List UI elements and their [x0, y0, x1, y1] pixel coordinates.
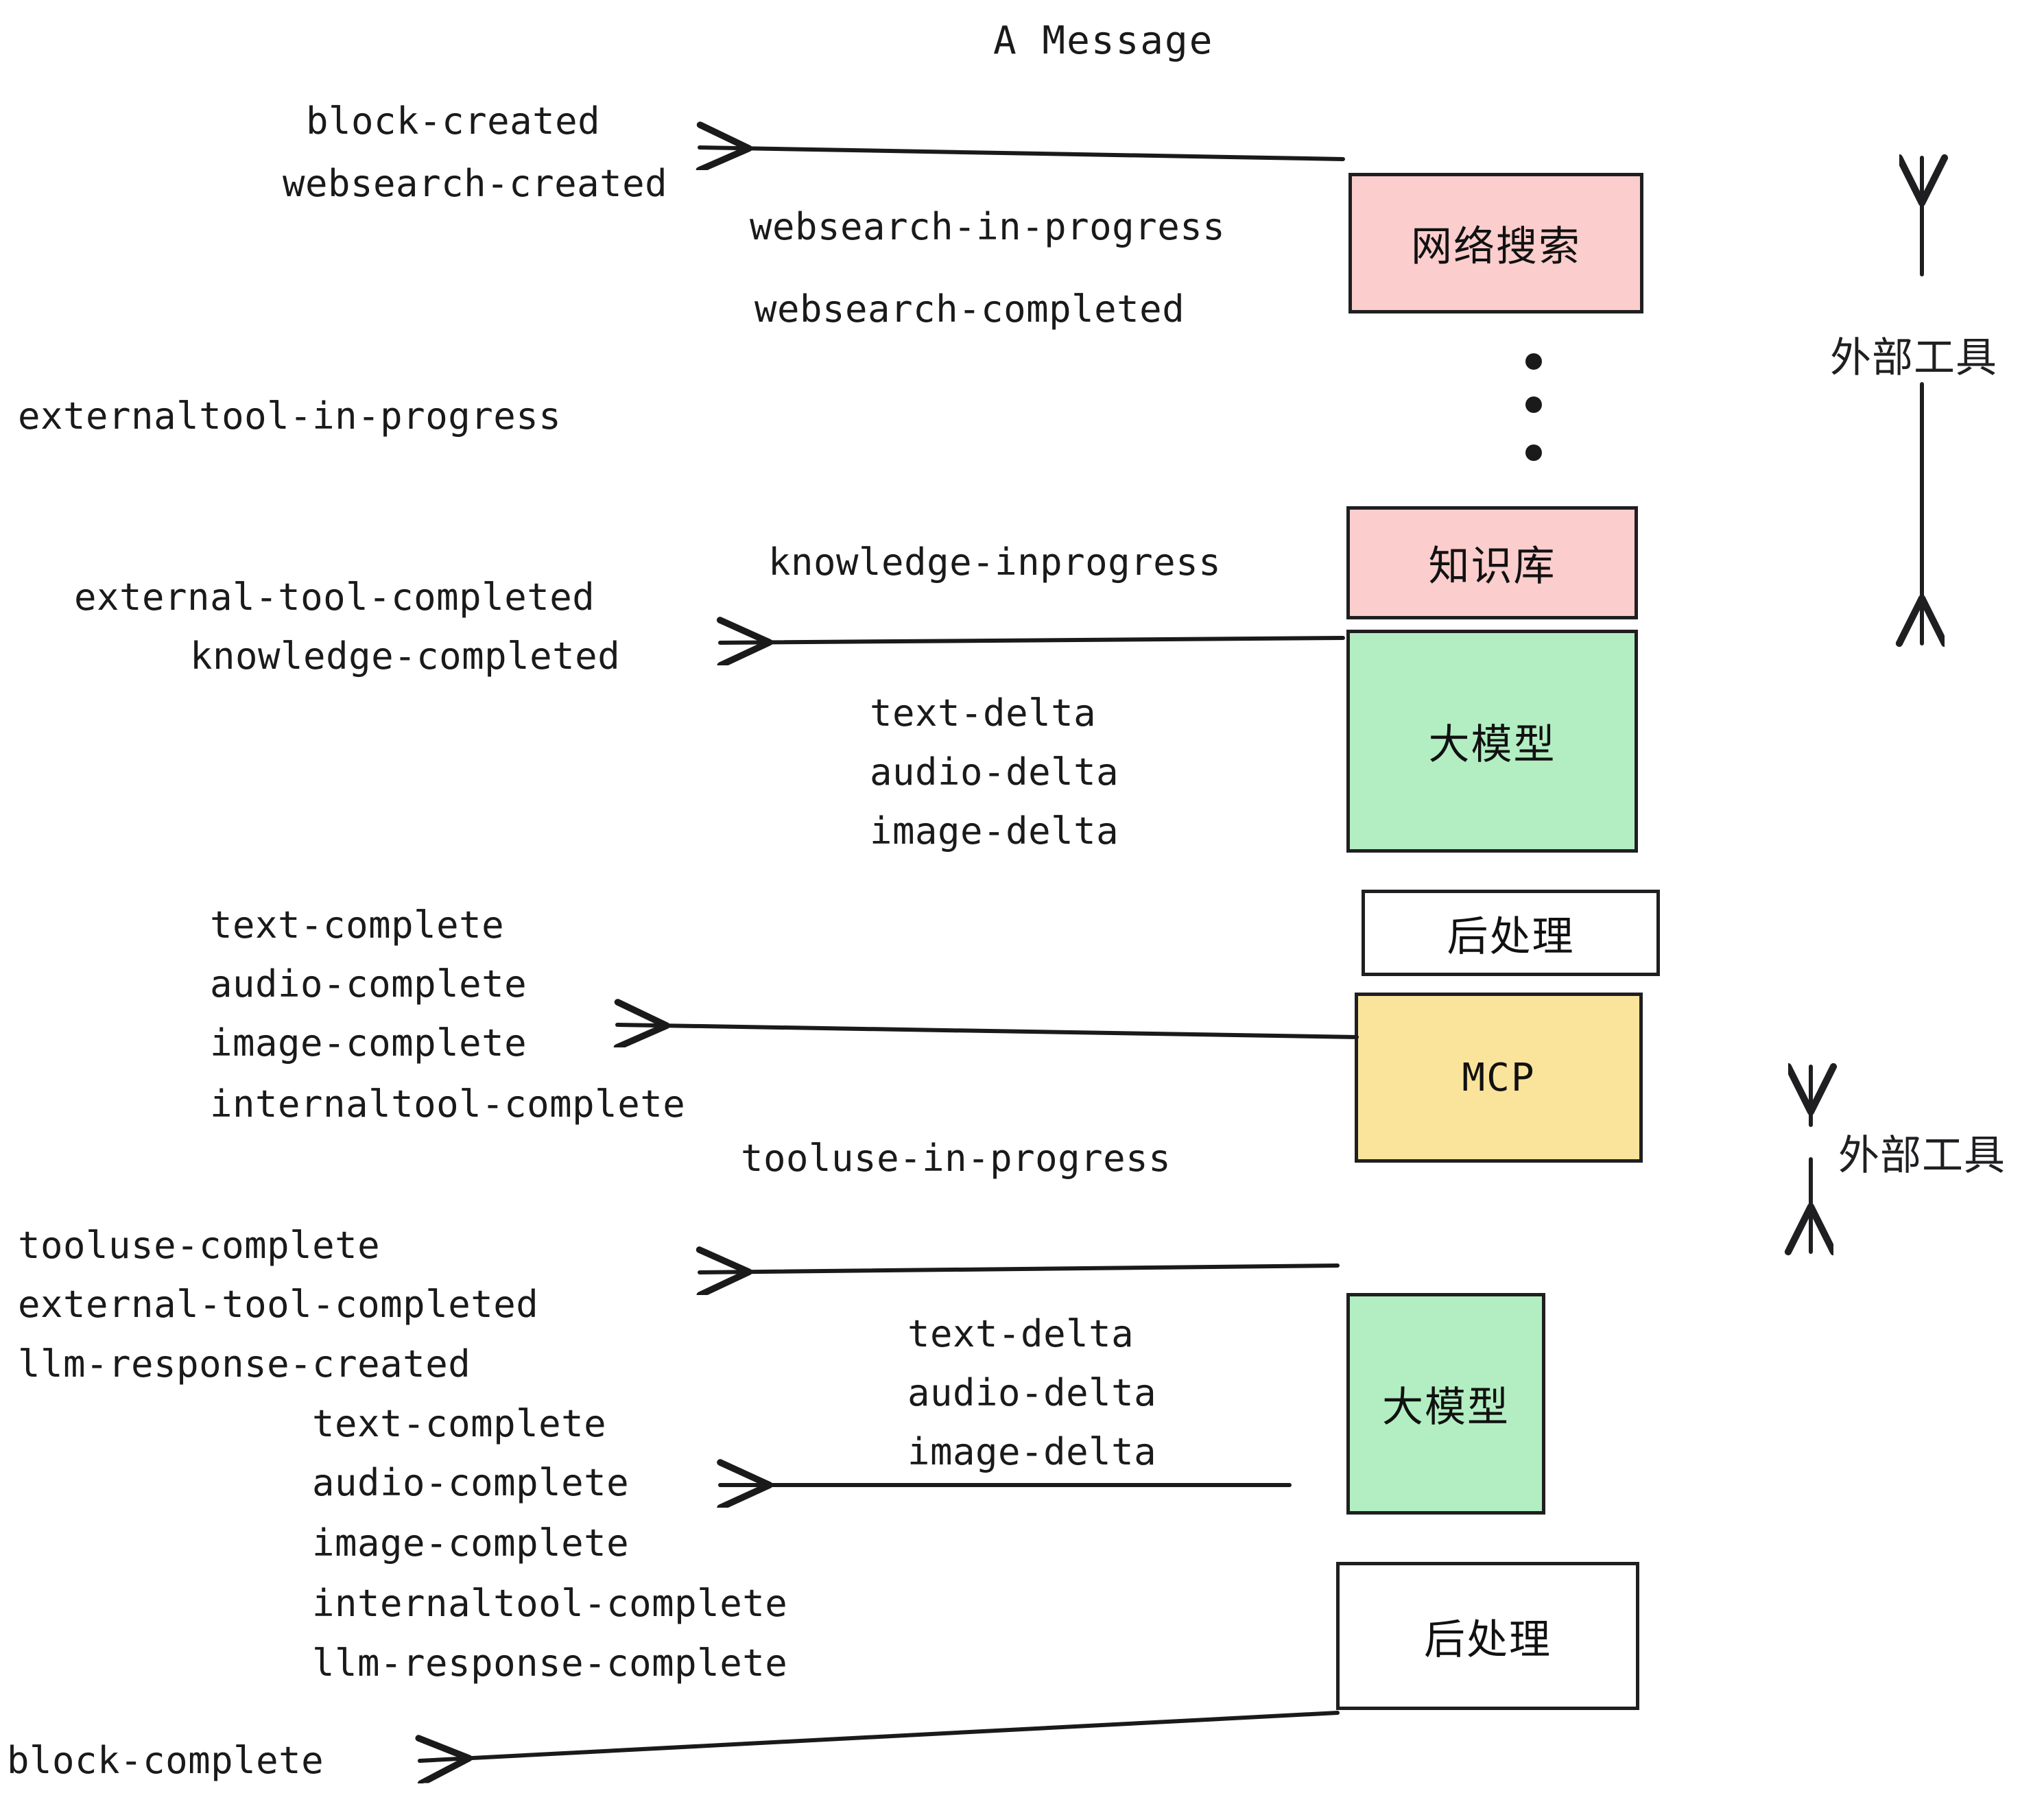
ellipsis-dot-2 — [1525, 396, 1542, 413]
arrow-block-complete-arrow — [420, 1711, 1340, 1761]
box-llm-2: 大模型 — [1346, 1293, 1545, 1515]
event-label-websearch-completed: websearch-completed — [754, 287, 1185, 331]
event-label-text-delta-2: text-delta — [907, 1312, 1134, 1355]
event-label-knowledge-inprogress: knowledge-inprogress — [768, 541, 1222, 584]
event-label-llm-response-complete: llm-response-complete — [312, 1641, 788, 1685]
side-annotation-external-tools-top: 外部工具 — [1830, 334, 1997, 382]
event-label-block-complete: block-complete — [7, 1739, 324, 1782]
event-label-internaltool-complete-2: internaltool-complete — [312, 1582, 788, 1625]
event-label-internaltool-complete-1: internaltool-complete — [210, 1082, 686, 1126]
event-label-image-complete-2: image-complete — [312, 1521, 630, 1565]
page-title: A Message — [993, 19, 1214, 63]
box-label: 后处理 — [1424, 1615, 1552, 1664]
box-knowledge: 知识库 — [1346, 506, 1638, 619]
event-label-tooluse-in-progress: tooluse-in-progress — [741, 1137, 1172, 1180]
event-label-audio-complete-2: audio-complete — [312, 1461, 630, 1504]
event-label-image-complete-1: image-complete — [210, 1021, 527, 1065]
box-mcp: MCP — [1355, 993, 1643, 1163]
event-label-tooluse-complete: tooluse-complete — [18, 1224, 381, 1267]
event-label-external-tool-completed-2: external-tool-completed — [18, 1283, 539, 1326]
event-label-websearch-created: websearch-created — [283, 162, 668, 205]
box-label: MCP — [1462, 1055, 1536, 1100]
event-label-block-created: block-created — [306, 99, 601, 143]
arrow-knowledge-completed-arrow — [720, 638, 1345, 643]
ellipsis-dot-3 — [1525, 444, 1542, 461]
arrow-tooluse-complete-arrow — [700, 1266, 1340, 1272]
ellipsis-dot-1 — [1525, 353, 1542, 370]
box-postprocess-2: 后处理 — [1336, 1562, 1639, 1710]
arrow-image-complete-arrow — [617, 1025, 1359, 1037]
box-llm-1: 大模型 — [1346, 630, 1638, 853]
arrow-block-created-arrow — [700, 147, 1345, 159]
box-websearch: 网络搜索 — [1348, 173, 1643, 313]
event-label-audio-complete-1: audio-complete — [210, 962, 527, 1006]
box-label: 知识库 — [1428, 543, 1556, 591]
event-label-llm-response-created: llm-response-created — [18, 1342, 471, 1386]
event-label-audio-delta-2: audio-delta — [907, 1371, 1157, 1414]
event-label-knowledge-completed: knowledge-completed — [190, 634, 621, 678]
event-label-text-delta-1: text-delta — [870, 691, 1097, 735]
event-label-text-complete-1: text-complete — [210, 903, 505, 947]
box-postprocess-1: 后处理 — [1362, 890, 1660, 976]
box-label: 后处理 — [1447, 912, 1575, 961]
event-label-externaltool-in-progress: externaltool-in-progress — [18, 394, 562, 438]
box-label: 网络搜索 — [1411, 223, 1581, 271]
event-label-text-complete-2: text-complete — [312, 1402, 607, 1445]
event-label-audio-delta-1: audio-delta — [870, 750, 1119, 794]
event-label-image-delta-1: image-delta — [870, 809, 1119, 853]
box-label: 大模型 — [1428, 721, 1556, 769]
box-label: 大模型 — [1382, 1384, 1510, 1432]
side-annotation-external-tools-bottom: 外部工具 — [1838, 1132, 2006, 1180]
event-label-image-delta-2: image-delta — [907, 1430, 1157, 1473]
event-label-external-tool-completed-1: external-tool-completed — [74, 575, 595, 619]
event-label-websearch-in-progress: websearch-in-progress — [750, 205, 1226, 248]
